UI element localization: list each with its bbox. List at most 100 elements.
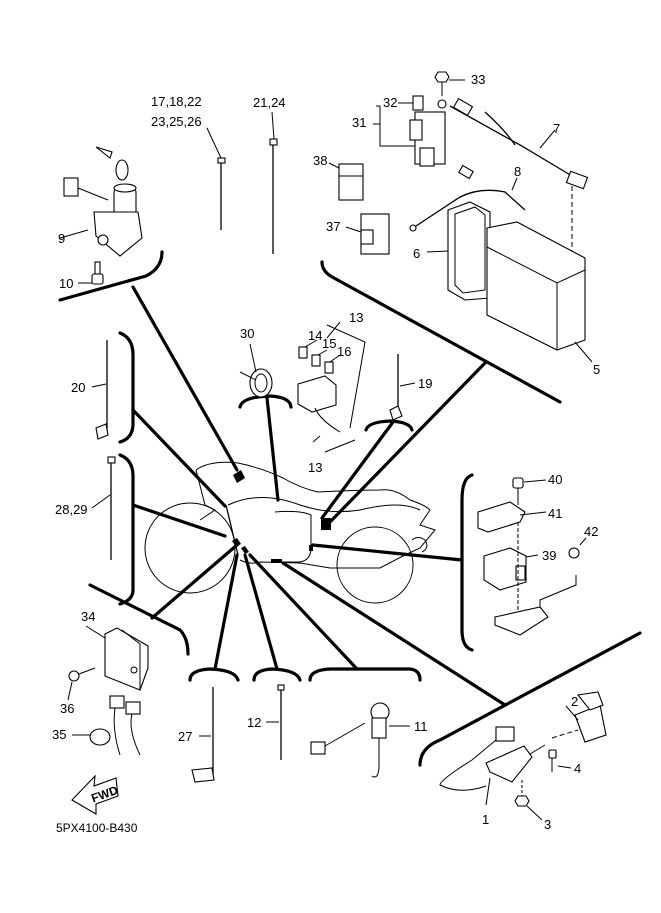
callout-1: 1 [482,812,489,827]
cable-tie-28[interactable] [91,456,116,560]
group-line-ignitor [150,543,239,620]
callout-2: 2 [571,694,578,709]
callout-16: 16 [337,344,351,359]
group-bracket-battery [320,260,562,404]
relay-37[interactable] [345,213,390,255]
handle-switch[interactable] [439,726,546,806]
switch-cover[interactable] [551,691,607,743]
group-line-12 [243,553,279,671]
group-bracket-main-switch [58,250,164,302]
callout-labels: 1 2 3 4 5 6 7 8 9 10 11 12 13 13 14 15 1… [52,72,600,832]
callout-35: 35 [52,727,66,742]
callout-41: 41 [548,506,562,521]
diagram-code: 5PX4100-B430 [56,821,138,835]
callout-6: 6 [413,246,420,261]
nut-3[interactable] [514,780,543,821]
callout-33: 33 [471,72,485,87]
group-bracket-19 [364,419,414,432]
callout-30: 30 [240,326,254,341]
key-icon [95,146,113,159]
battery[interactable] [486,221,593,363]
clamp-35[interactable] [72,728,111,746]
callout-11: 11 [414,719,428,734]
callout-36: 36 [60,701,74,716]
main-switch-connector [63,177,79,197]
callout-37: 37 [326,219,340,234]
callout-3: 3 [544,817,551,832]
callout-5: 5 [593,362,600,377]
group-bracket-28 [118,453,135,606]
callout-31: 31 [352,115,366,130]
positive-cable[interactable] [449,97,589,255]
screw-40[interactable] [512,477,547,505]
group-bracket-30 [238,394,293,409]
callout-27: 27 [178,729,192,744]
group-bracket-27 [188,667,240,682]
callout-12: 12 [247,715,261,730]
callout-8: 8 [514,164,521,179]
fwd-arrow: FWD [71,774,120,815]
group-bracket-ignitor [88,583,190,656]
group-line-28 [131,503,227,538]
group-line-30 [265,396,280,502]
fuse-box[interactable] [297,321,366,453]
callout-28: 28,29 [55,502,88,517]
group-bracket-switch [418,631,642,767]
group-line-sensor [311,543,464,562]
cable-tie-top-left[interactable] [206,127,226,230]
cable-tie-top-right[interactable] [269,111,278,254]
callout-13-fusebox: 13 [349,310,363,325]
callout-19: 19 [418,376,432,391]
callout-15: 15 [322,336,336,351]
callout-21: 21,24 [253,95,286,110]
callout-42: 42 [584,524,598,539]
clamp-30[interactable] [239,343,273,398]
group-bracket-sensor [460,473,474,652]
callout-14: 14 [308,328,322,343]
group-line-switch [281,561,507,707]
group-lines [58,250,642,767]
connectors-34 [109,695,141,756]
group-bracket-20 [118,331,135,444]
clamp-42[interactable] [539,537,587,612]
callout-17-line1: 17,18,22 [151,94,202,109]
callout-39: 39 [542,548,556,563]
callout-34: 34 [81,609,95,624]
main-switch-bolt[interactable] [78,261,104,285]
bolt-36[interactable] [67,667,96,701]
group-bracket-11 [308,667,422,682]
group-line-19 [320,420,395,520]
group-line-27 [213,553,239,671]
callout-32: 32 [383,95,397,110]
negative-cable[interactable] [409,164,526,232]
callout-10: 10 [59,276,73,291]
brake-switch[interactable] [310,702,410,778]
group-bracket-12 [252,667,302,682]
cover-41[interactable] [477,501,547,533]
callout-38: 38 [313,153,327,168]
group-line-main-switch [131,285,239,472]
band-27[interactable] [191,687,215,783]
main-switch[interactable] [59,146,143,257]
callout-9: 9 [58,231,65,246]
group-line-11 [248,553,359,671]
fuses[interactable] [298,339,341,374]
bracket-plate [494,606,549,636]
relay-bolt[interactable] [434,71,465,109]
starter-relay-cover[interactable] [398,95,424,111]
band-20[interactable] [91,340,109,440]
callout-20: 20 [71,380,85,395]
relay-38[interactable] [328,162,364,201]
cable-tie-12[interactable] [266,684,285,760]
starter-relay[interactable] [373,105,446,167]
group-line-20 [131,408,227,508]
ignitor-unit[interactable] [85,625,149,691]
callout-7: 7 [553,121,560,136]
band-19[interactable] [389,354,416,421]
key-ring [115,159,129,181]
bolt-4[interactable] [548,749,572,772]
callout-17-line2: 23,25,26 [151,114,202,129]
group-line-battery [328,361,487,524]
battery-cover[interactable] [426,201,491,301]
